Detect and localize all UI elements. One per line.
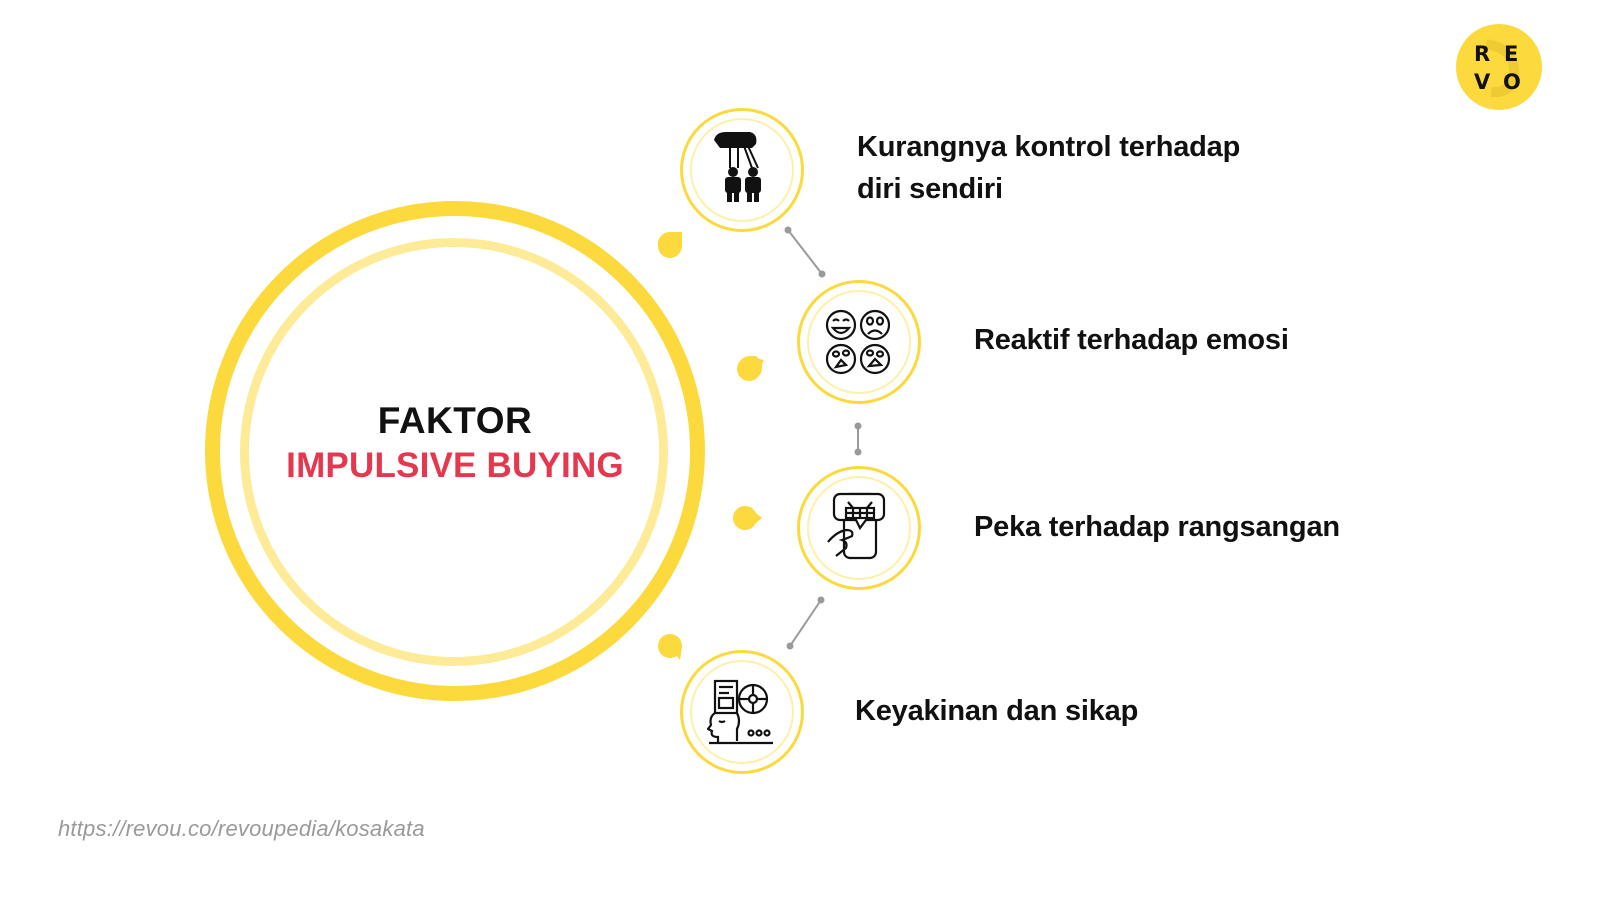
- logo-swoosh: [1484, 39, 1520, 98]
- factor-label-4-line1: Keyakinan dan sikap: [855, 695, 1139, 727]
- factor-label-2-line1: Reaktif terhadap emosi: [974, 324, 1289, 356]
- logo-letter-o: O: [1503, 70, 1521, 94]
- factor-node-4: [680, 650, 804, 774]
- center-ring-inner: [240, 238, 668, 666]
- center-title-line2: IMPULSIVE BUYING: [286, 446, 624, 486]
- emotion-faces-icon: [825, 309, 891, 375]
- factor-label-1-line2: diri sendiri: [857, 173, 1003, 205]
- logo-letter-v: V: [1474, 70, 1491, 94]
- revou-logo: R E V O: [1456, 24, 1542, 110]
- connector-3-4: [786, 596, 825, 650]
- factor-node-1: [680, 108, 804, 232]
- logo-letter-e: E: [1504, 42, 1519, 66]
- factor-node-3: [797, 466, 921, 590]
- phone-shopping-basket-icon: [827, 492, 886, 560]
- logo-letter-r: R: [1474, 42, 1491, 66]
- drop-decoration-3: [733, 506, 762, 530]
- connector-1-2: [784, 226, 826, 278]
- mind-gear-icon: [707, 679, 773, 745]
- factor-node-2: [797, 280, 921, 404]
- drop-decoration-4: [658, 634, 682, 660]
- puppet-control-icon: [714, 132, 761, 202]
- source-url: https://revou.co/revoupedia/kosakata: [58, 816, 425, 841]
- factor-label-4: Keyakinan dan sikap: [855, 690, 1138, 732]
- center-title-line1: FAKTOR: [377, 400, 533, 441]
- connector-2-3: [854, 422, 862, 456]
- center-title: FAKTOR IMPULSIVE BUYING: [205, 398, 705, 488]
- factor-label-2: Reaktif terhadap emosi: [974, 319, 1289, 361]
- factor-label-1-line1: Kurangnya kontrol terhadap: [857, 131, 1241, 163]
- drop-decoration-2: [737, 356, 764, 381]
- factor-label-1: Kurangnya kontrol terhadap diri sendiri: [857, 126, 1240, 210]
- drop-decoration-1: [657, 231, 682, 258]
- factor-label-3: Peka terhadap rangsangan: [974, 506, 1340, 548]
- factor-label-3-line1: Peka terhadap rangsangan: [974, 511, 1340, 543]
